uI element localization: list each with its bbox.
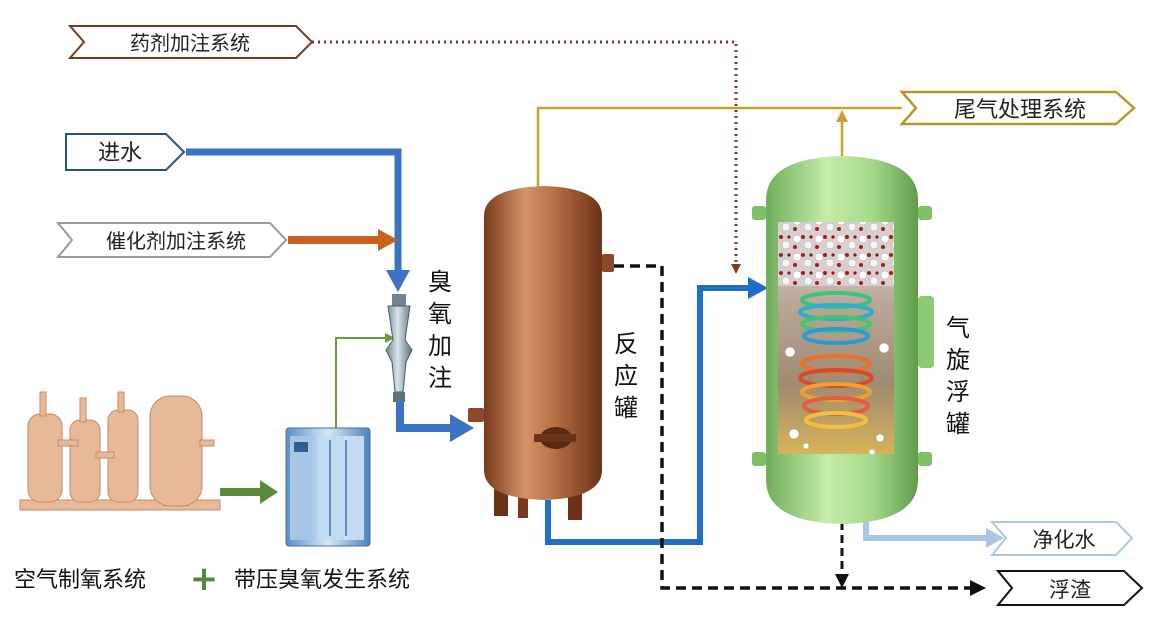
water-inlet-line [186, 148, 402, 282]
reactor-scum-line [614, 264, 972, 590]
flotation-char-1: 气 [946, 314, 970, 342]
oxygen-to-generator-arrowhead [260, 480, 278, 504]
flotation-char-2: 旋 [946, 346, 970, 374]
tail-gas-label: 尾气处理系统 [954, 98, 1086, 123]
water-inlet-label: 进水 [98, 141, 142, 166]
ozone-generator-system-label: 带压臭氧发生系统 [234, 568, 410, 593]
ozone-generator [285, 427, 371, 547]
ozone-injection-char-1: 臭 [428, 268, 452, 296]
air-oxygen-system-label: 空气制氧系统 [14, 568, 146, 593]
tail-gas-tag: 尾气处理系统 [899, 90, 1136, 126]
flotation-bubble-layer [778, 222, 894, 286]
catalyst-dosing-label: 催化剂加注系统 [106, 229, 246, 253]
reactor-tank [468, 186, 614, 520]
chemical-dosing-tag: 药剂加注系统 [67, 25, 314, 59]
purified-water-line [863, 522, 990, 541]
reactor-char-3: 罐 [614, 394, 638, 422]
reactor-to-flotation-line [545, 285, 752, 545]
reactor-to-flotation-arrowhead [748, 277, 768, 299]
ozone-ejector [385, 294, 413, 402]
tail-gas-line [536, 106, 902, 188]
ozone-injection-char-2: 氧 [428, 300, 452, 328]
scum-label: 浮渣 [1049, 578, 1091, 602]
flotation-particles [784, 342, 890, 456]
ozone-line [335, 333, 395, 428]
purified-water-label: 净化水 [1033, 528, 1096, 552]
catalyst-arrowhead [378, 229, 398, 251]
flotation-char-3: 浮 [946, 378, 970, 406]
chemical-dosing-label: 药剂加注系统 [130, 31, 250, 55]
water-inlet-tag: 进水 [65, 133, 186, 171]
catalyst-dosing-tag: 催化剂加注系统 [55, 222, 288, 258]
chemical-dosing-line [312, 40, 741, 274]
ozone-injection-char-3: 加 [428, 332, 452, 360]
water-inlet-arrowhead [386, 270, 410, 292]
reactor-char-2: 应 [614, 362, 638, 390]
purified-water-arrowhead [986, 528, 1004, 548]
ejector-outlet-line [396, 402, 454, 432]
plus-sign: + [190, 559, 219, 599]
ozone-injection-char-4: 注 [428, 364, 452, 392]
reactor-char-1: 反 [614, 330, 638, 358]
flotation-swirl [798, 291, 874, 429]
flotation-scum-arrowhead [835, 574, 849, 588]
purified-water-tag: 净化水 [989, 521, 1134, 556]
ejector-outlet-arrowhead [450, 414, 474, 442]
scum-tag: 浮渣 [995, 570, 1144, 606]
flotation-tank [752, 156, 934, 524]
air-oxygen-plant [19, 391, 221, 511]
reactor-scum-arrowhead [970, 580, 986, 596]
flotation-char-4: 罐 [946, 410, 970, 438]
